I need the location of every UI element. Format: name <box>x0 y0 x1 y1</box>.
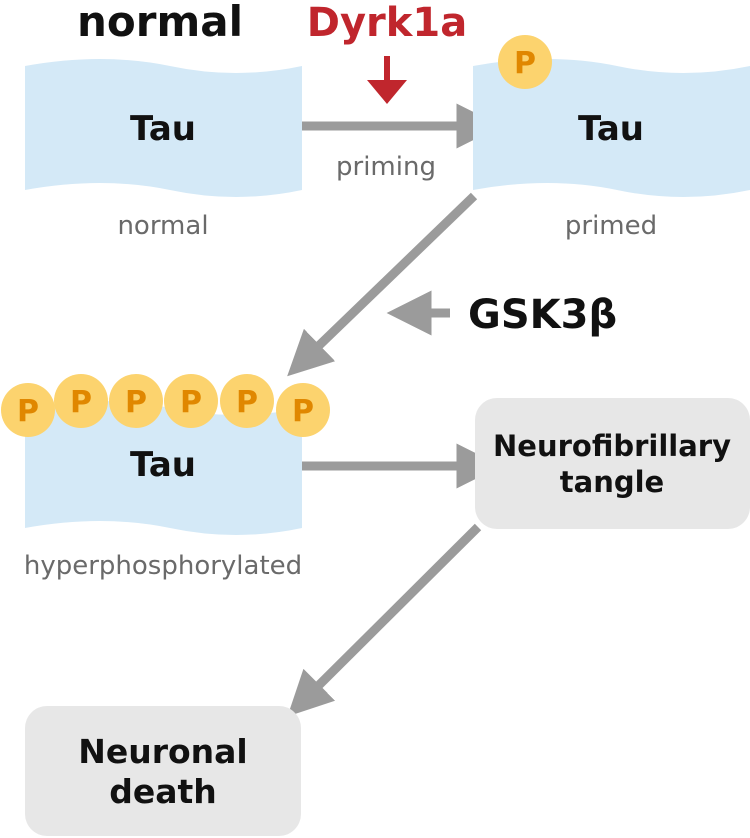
normal-title: normal <box>77 0 243 46</box>
phosphate-label: P <box>292 394 314 429</box>
phosphate-icon <box>54 374 108 428</box>
tau-primed-label: Tau <box>578 109 644 149</box>
death-box <box>25 706 301 836</box>
tau-normal-shape <box>25 59 302 197</box>
primed-state-label: primed <box>565 211 657 241</box>
dyrk1a-arrow <box>367 56 407 104</box>
tau-normal-label: Tau <box>130 109 196 149</box>
degeneration-arrow <box>287 523 482 717</box>
tau-hyper-label: Tau <box>130 445 196 485</box>
phosphate-icon <box>164 374 218 428</box>
phosphate-label: P <box>17 394 39 429</box>
death-label-line2: death <box>109 772 217 811</box>
phosphate-label: P <box>236 385 258 420</box>
phosphate-icon <box>220 374 274 428</box>
death-label-line1: Neuronal <box>78 732 248 771</box>
tangle-label-line1: Neurofibrillary <box>493 429 731 463</box>
tau-primed-shape <box>473 59 750 197</box>
gsk3b-label: GSK3β <box>468 292 617 338</box>
phosphate-icon <box>276 383 330 437</box>
hyper-state-label: hyperphosphorylated <box>24 551 302 581</box>
phosphorylation-arrow <box>287 192 478 377</box>
phosphate-label: P <box>125 385 147 420</box>
phosphate-icon <box>109 374 163 428</box>
phosphate-label: P <box>514 46 536 81</box>
tangle-box <box>475 398 750 529</box>
phosphate-icon <box>1 383 55 437</box>
phosphate-icon <box>498 35 552 89</box>
dyrk1a-label: Dyrk1a <box>307 0 467 46</box>
phosphate-label: P <box>70 385 92 420</box>
tau-hyper-shape <box>25 401 302 535</box>
phosphate-cluster: P P P P P P <box>1 374 330 437</box>
phosphate-label: P <box>180 385 202 420</box>
normal-state-label: normal <box>117 211 208 241</box>
tangle-label-line2: tangle <box>560 465 664 499</box>
priming-label: priming <box>336 152 436 182</box>
